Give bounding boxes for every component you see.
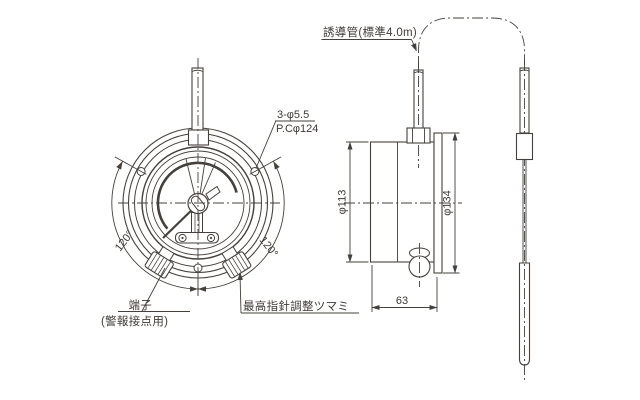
dim-depth-63: 63 — [371, 265, 438, 312]
case-depth-text: 63 — [396, 295, 408, 307]
max-pointer-right-edge — [199, 157, 206, 195]
stem-front — [187, 67, 210, 146]
case-diameter-text: φ113 — [337, 190, 349, 215]
capillary-tube: 誘導管(標準4.0m) — [321, 17, 525, 72]
guide-tube-label: 誘導管(標準4.0m) — [321, 25, 417, 52]
max-pointer-knob-label: 最高指針調整ツマミ — [237, 272, 359, 314]
capillary-curve — [418, 17, 525, 72]
gauge-movement — [162, 157, 221, 244]
terminal-knob-left — [144, 245, 175, 279]
sensing-bulb — [518, 262, 531, 366]
side-view: φ113 φ134 63 — [337, 57, 462, 312]
stem-boss-front — [187, 129, 210, 146]
adjuster-knob-side — [408, 243, 431, 287]
union-fitting — [515, 132, 534, 161]
max-pointer-left-edge — [185, 158, 195, 195]
flange-diameter-text: φ134 — [442, 190, 454, 216]
max-pointer-knob-text: 最高指針調整ツマミ — [243, 299, 349, 313]
dim-phi134: φ134 — [442, 132, 460, 274]
movement-column — [191, 212, 203, 234]
mounting-holes-label: 3-φ5.5 P.Cφ124 — [255, 109, 318, 169]
stem-tube-front — [191, 67, 204, 131]
terminal-note-text: (警報接点用) — [101, 314, 168, 328]
case-body — [369, 141, 435, 263]
hub-adjustment-key — [190, 195, 206, 212]
front-view: 120° 120° 3-φ5.5 P.Cφ124 端子 (警報接点用) — [101, 58, 359, 328]
mounting-holes-spec-text: 3-φ5.5 — [277, 109, 309, 121]
dial-face-arc — [156, 161, 238, 230]
pointer-counterweight — [205, 185, 221, 201]
bulb-assembly — [515, 60, 534, 383]
dim-phi113: φ113 — [337, 141, 369, 263]
adjuster-knob-right — [221, 245, 252, 279]
stem-nut — [406, 127, 431, 144]
terminal-text: 端子 — [129, 299, 153, 312]
terminal-label: 端子 (警報接点用) — [101, 267, 190, 328]
guide-tube-text: 誘導管(標準4.0m) — [323, 25, 417, 39]
pitch-circle-text: P.Cφ124 — [276, 123, 318, 135]
